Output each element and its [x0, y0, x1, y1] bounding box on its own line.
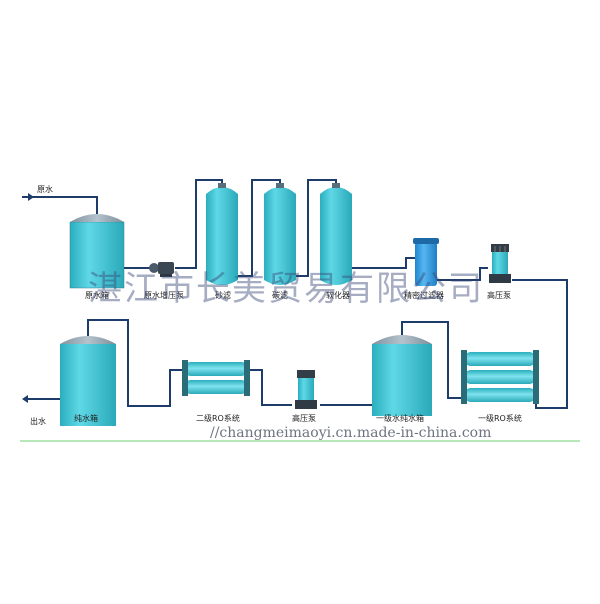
label-softener: 软化器	[326, 290, 350, 300]
pipe-hpp2-to-ro2	[248, 369, 292, 406]
high-pressure-pump-top-icon	[489, 244, 511, 283]
pipe-softener-to-precision	[352, 257, 415, 269]
label-raw-water-tank: 原水箱	[85, 290, 109, 300]
softener	[320, 183, 352, 285]
pipe-raw-inlet	[22, 196, 98, 214]
high-pressure-pump-bottom-icon	[295, 370, 317, 409]
raw-water-tank	[69, 214, 125, 289]
label-booster-pump: 原水增压泵	[144, 290, 184, 300]
sand-filter	[206, 183, 238, 285]
pure-water-tank	[60, 336, 116, 426]
label-ro-stage2: 二级RO系统	[196, 413, 240, 423]
pipe-ro2-to-pure	[87, 319, 184, 407]
label-stage1-tank: 一级水纯水箱	[376, 413, 424, 423]
label-precision-filter: 精密过滤器	[404, 290, 444, 300]
pipe-precision-to-hpp	[437, 267, 488, 281]
label-ro-stage1: 一级RO系统	[478, 413, 522, 423]
ro-stage2-module	[182, 360, 250, 396]
label-hpp-top: 高压泵	[487, 290, 511, 300]
label-raw-water-in: 原水	[37, 184, 53, 194]
label-hpp-bottom: 高压泵	[292, 413, 316, 423]
pipe-sand-to-carbon	[238, 179, 281, 277]
precision-filter	[413, 238, 439, 286]
stage1-pure-water-tank	[372, 335, 432, 416]
watermark-url: //changmeimaoyi.cn.made-in-china.com	[210, 425, 491, 441]
label-pure-water-tank: 纯水箱	[74, 413, 98, 423]
pipe-pump-to-sand	[175, 179, 223, 269]
pipes	[22, 179, 568, 409]
outlet-arrow-icon	[22, 395, 28, 403]
label-sand-filter: 砂滤	[215, 290, 231, 300]
watermark-company: 湛江市长美贸易有限公司	[88, 269, 484, 309]
ro-stage1-module	[461, 350, 539, 404]
pipe-ro1-to-tank	[401, 321, 462, 399]
carbon-filter	[264, 183, 296, 285]
pipe-carbon-to-softener	[296, 179, 337, 277]
booster-pump-icon	[149, 262, 174, 277]
label-carbon-filter: 碳滤	[272, 290, 288, 300]
inlet-arrow-icon	[28, 193, 34, 201]
label-water-out: 出水	[30, 416, 46, 426]
